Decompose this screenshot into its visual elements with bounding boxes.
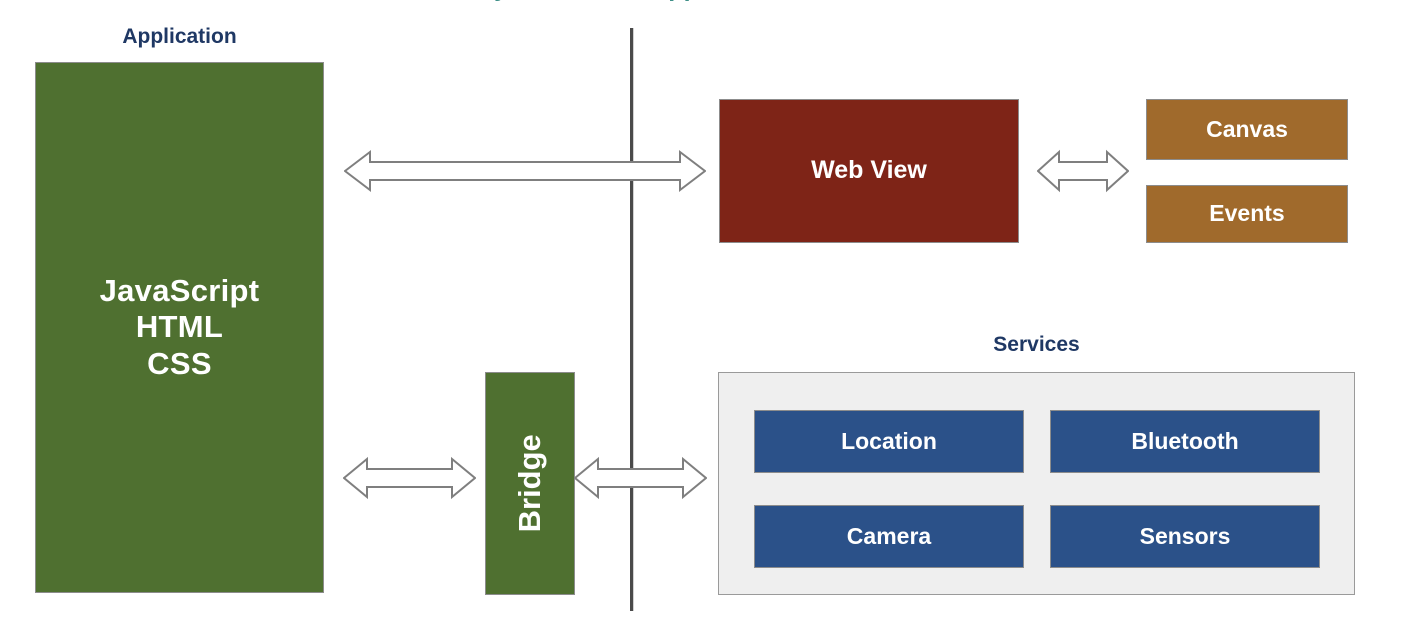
service-bluetooth-block[interactable]: Bluetooth <box>1050 410 1320 473</box>
webview-block[interactable]: Web View <box>719 99 1019 243</box>
application-block[interactable]: JavaScript HTML CSS <box>35 62 324 593</box>
service-location-block[interactable]: Location <box>754 410 1024 473</box>
application-caption: Application <box>122 25 237 48</box>
bridge-block[interactable]: Bridge <box>485 372 575 595</box>
service-camera-block[interactable]: Camera <box>754 505 1024 568</box>
bridge-label: Bridge <box>511 434 547 533</box>
arrow-application-bridge <box>343 455 476 501</box>
canvas-block[interactable]: Canvas <box>1146 99 1348 160</box>
diagram-title: Hybrid Mobile Application Architecture <box>0 0 1420 4</box>
services-caption: Services <box>993 333 1080 356</box>
native-boundary-divider <box>630 28 633 611</box>
arrow-bridge-services <box>574 455 707 501</box>
arrow-application-webview <box>344 148 706 194</box>
events-block[interactable]: Events <box>1146 185 1348 243</box>
arrow-webview-browserapi <box>1037 148 1129 194</box>
service-sensors-block[interactable]: Sensors <box>1050 505 1320 568</box>
